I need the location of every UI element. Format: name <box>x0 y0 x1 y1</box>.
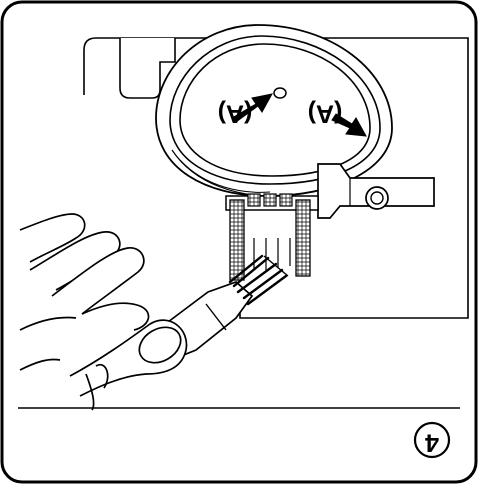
step-badge: 4 <box>415 423 449 457</box>
step-number: 4 <box>425 428 439 456</box>
callout-label-a-left: (A) <box>218 99 253 127</box>
center-pin <box>274 88 286 98</box>
callout-label-a-right: (A) <box>308 99 343 127</box>
